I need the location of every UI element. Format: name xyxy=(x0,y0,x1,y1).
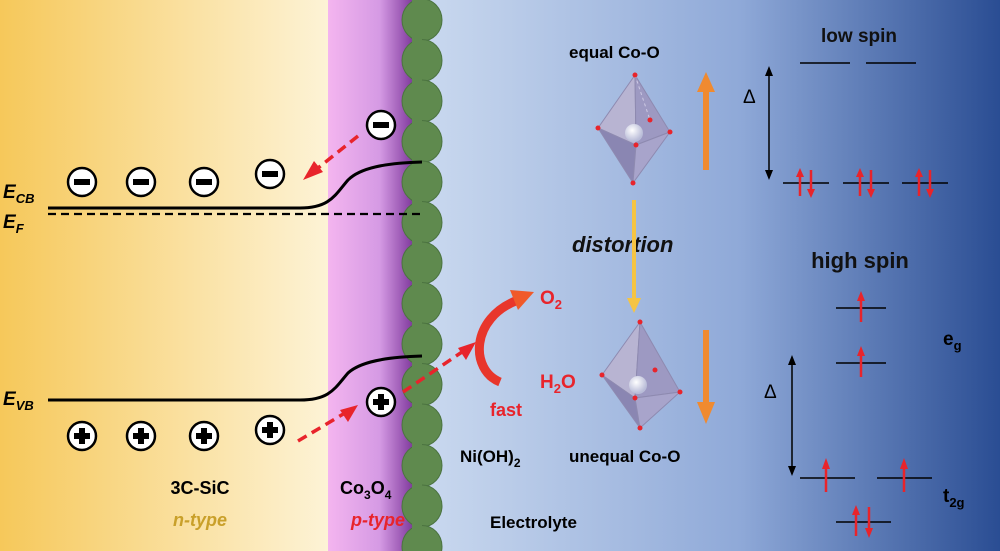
e-cb-label: ECB xyxy=(3,182,34,206)
distorted-octahedron xyxy=(599,319,683,431)
n-type-region xyxy=(0,0,328,551)
electron-transfer-arrow xyxy=(303,134,360,180)
spin-up xyxy=(822,458,830,492)
hole xyxy=(254,414,286,446)
hole-transfer-arrow-1 xyxy=(297,405,358,443)
electron xyxy=(66,166,98,198)
h2o-label: H2O xyxy=(540,372,576,396)
n-type-label: n-type xyxy=(173,510,227,530)
spin-up xyxy=(857,291,865,322)
hole xyxy=(66,420,98,452)
oer-curved-arrow xyxy=(474,295,520,387)
spin-up xyxy=(857,346,865,377)
spin-pair xyxy=(856,168,875,198)
high-spin-label: high spin xyxy=(811,248,909,273)
equal-coo-label: equal Co-O xyxy=(569,43,660,62)
oer-arrow-head xyxy=(510,290,534,310)
nioh-base xyxy=(412,0,422,551)
electron xyxy=(125,166,157,198)
hole-transfer-arrow-2 xyxy=(402,342,476,394)
sic-label: 3C-SiC xyxy=(170,478,229,498)
electrolyte-label: Electrolyte xyxy=(490,513,577,532)
o2-label: O2 xyxy=(540,288,562,312)
delta-label-low: Δ xyxy=(743,87,756,108)
fast-label: fast xyxy=(490,400,522,420)
delta-arrow-low xyxy=(765,66,773,180)
spin-pair xyxy=(852,505,873,538)
distortion-label: distortion xyxy=(572,232,673,257)
eg-label: eg xyxy=(943,329,962,353)
unequal-coo-label: unequal Co-O xyxy=(569,447,680,466)
electron xyxy=(188,166,220,198)
valence-band-line xyxy=(48,354,423,402)
conduction-band-line xyxy=(48,160,423,210)
electron xyxy=(254,158,286,190)
spin-up xyxy=(900,458,908,492)
e-vb-label: EVB xyxy=(3,389,34,413)
orange-down-arrow xyxy=(697,330,715,424)
hole xyxy=(188,420,220,452)
hole xyxy=(365,386,397,418)
e-f-label: EF xyxy=(3,212,25,236)
low-spin-label: low spin xyxy=(821,26,897,47)
orange-up-arrow xyxy=(697,72,715,170)
p-type-label: p-type xyxy=(350,510,405,530)
distortion-arrow xyxy=(627,200,641,313)
delta-arrow-high xyxy=(788,355,796,476)
co3o4-label: Co3O4 xyxy=(340,478,392,502)
spin-pair xyxy=(796,168,815,198)
electrolyte-region xyxy=(422,0,1000,551)
nioh-label: Ni(OH)2 xyxy=(460,447,521,470)
t2g-label: t2g xyxy=(943,486,965,510)
electron xyxy=(365,109,397,141)
regular-octahedron xyxy=(595,72,673,186)
spin-pair xyxy=(915,168,934,198)
delta-label-high: Δ xyxy=(764,382,777,403)
hole xyxy=(125,420,157,452)
